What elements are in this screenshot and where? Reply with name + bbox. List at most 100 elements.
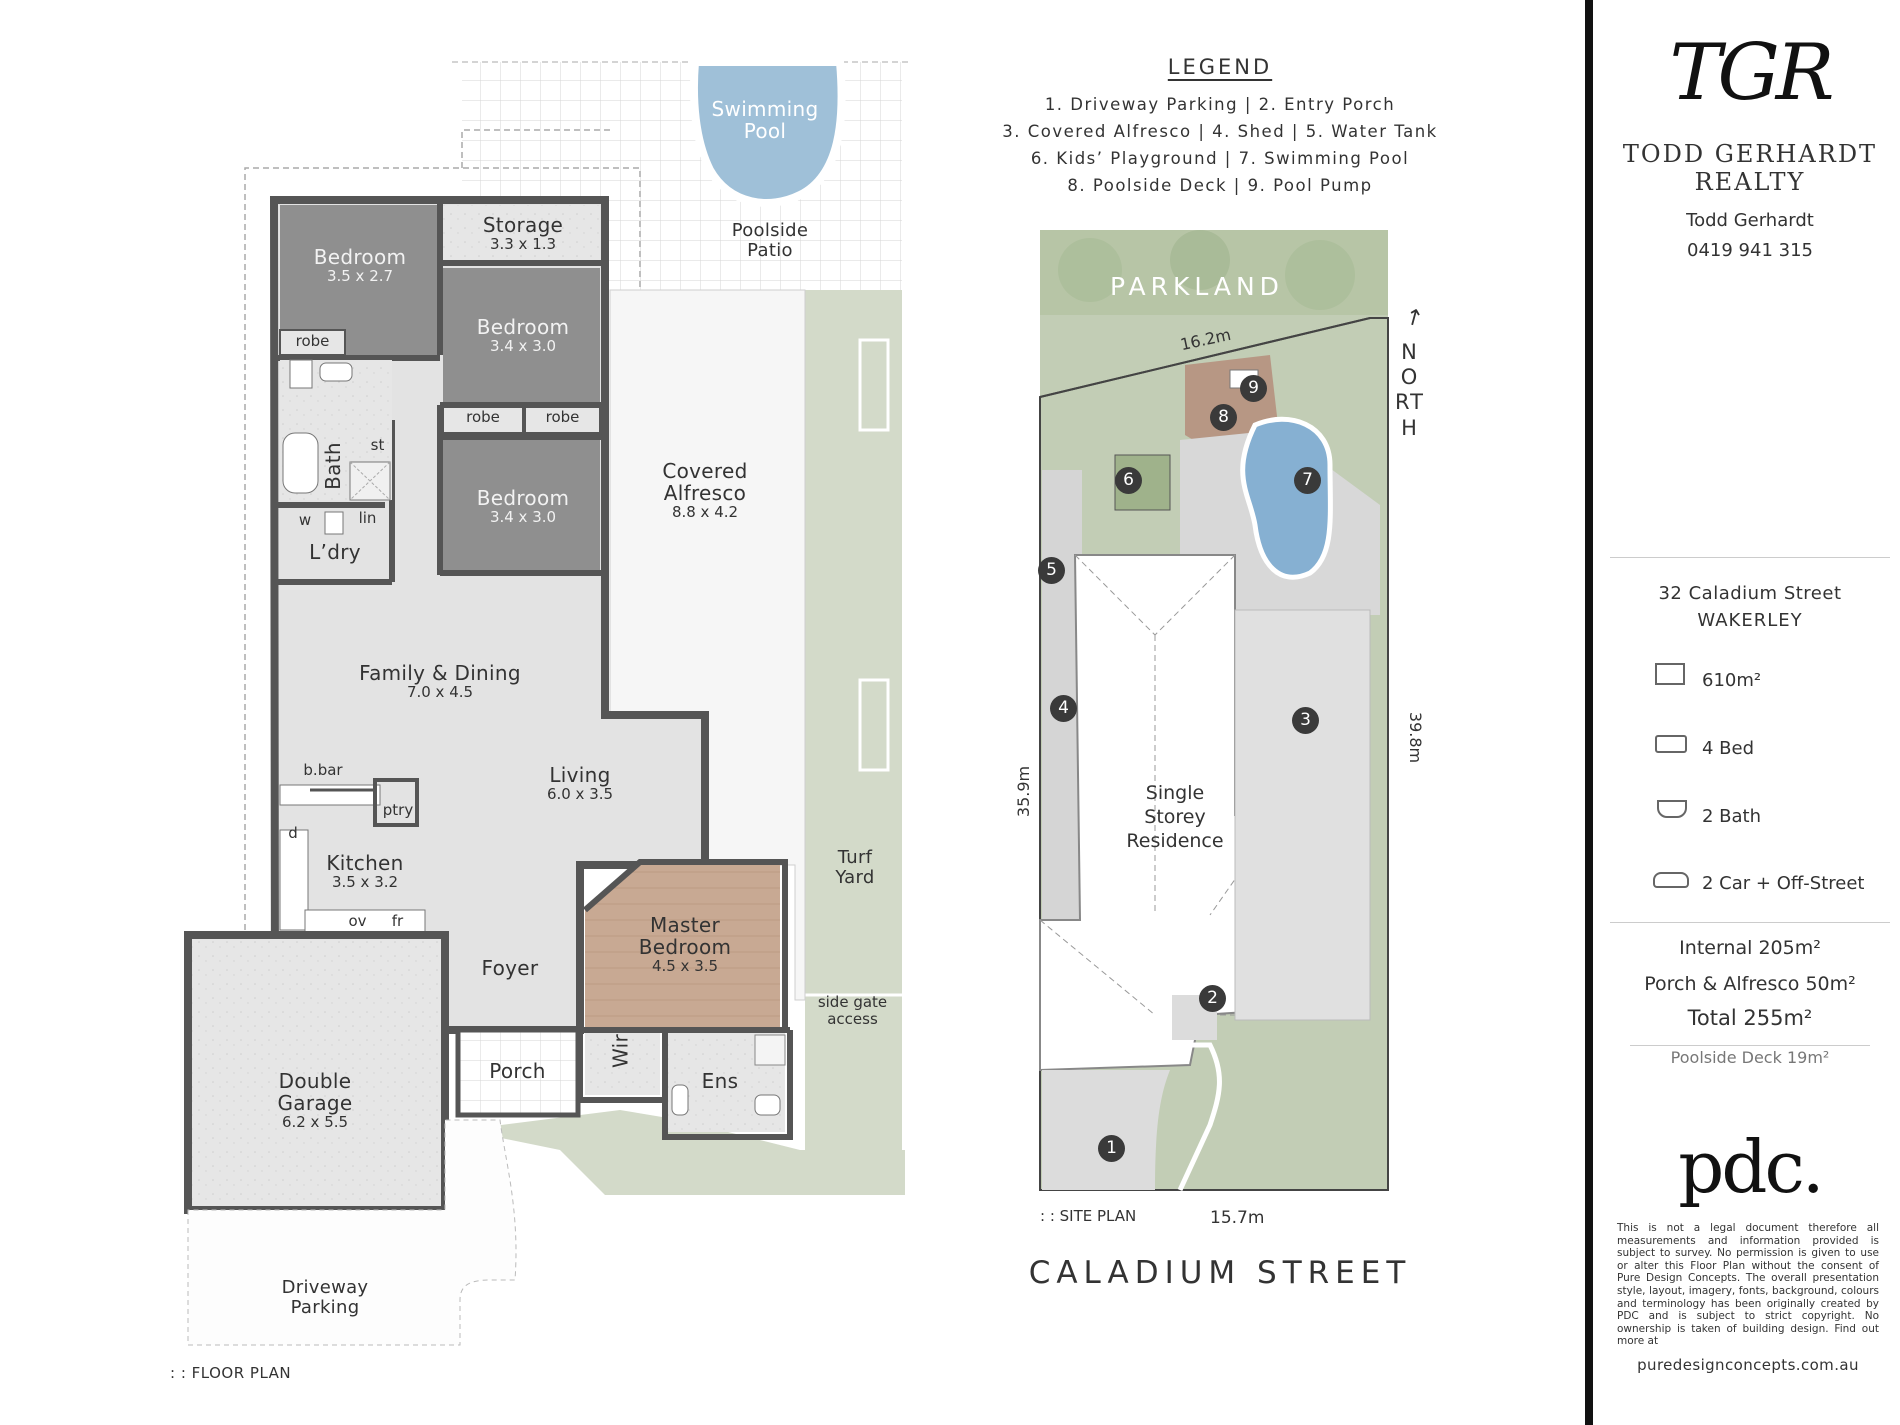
- designer-logo: pdc.: [1678, 1125, 1824, 1209]
- wir-label: Wir: [608, 1034, 633, 1069]
- bedroom-2-fill: [443, 268, 600, 403]
- marker-1: 1: [1098, 1135, 1125, 1162]
- address-line-1: 32 Caladium Street: [1658, 583, 1842, 604]
- street-name: CALADIUM STREET: [1028, 1255, 1412, 1291]
- driveway-label: Driveway Parking: [250, 1278, 400, 1318]
- bedroom-1-dims: 3.5 x 2.7: [326, 267, 394, 285]
- master-dims: 4.5 x 3.5: [651, 957, 719, 975]
- bedroom-2-name: Bedroom: [476, 315, 570, 339]
- robe-1-label: robe: [295, 332, 330, 350]
- master-bedroom-fill: [585, 862, 780, 1030]
- marker-8: 8: [1210, 404, 1237, 431]
- deck-area: Poolside Deck 19m²: [1670, 1048, 1830, 1067]
- patio-line-1: Poolside: [731, 220, 809, 241]
- parkland-label: PARKLAND: [1110, 272, 1284, 301]
- pool-line-1: Swimming: [711, 97, 819, 121]
- internal-area: Internal 205m²: [1679, 937, 1821, 959]
- fridge-label: fr: [391, 912, 404, 930]
- bedroom-3-name: Bedroom: [476, 486, 570, 510]
- storage-name: Storage: [482, 213, 564, 237]
- foyer-label: Foyer: [481, 956, 539, 980]
- turf-line-2: Yard: [835, 866, 875, 888]
- north-label: NORTH: [1395, 340, 1425, 440]
- marker-9: 9: [1240, 375, 1267, 402]
- bed-icon: [1655, 735, 1687, 753]
- family-dining-name: Family & Dining: [359, 661, 521, 685]
- floor-plan-drawing: [184, 61, 910, 1346]
- bedroom-3-fill: [443, 440, 600, 570]
- alfresco-label: Covered Alfresco 8.8 x 4.2: [630, 460, 780, 521]
- car-count: 2 Car + Off-Street: [1702, 873, 1865, 894]
- legend-title: LEGEND: [1167, 55, 1273, 79]
- ensuite-label: Ens: [701, 1069, 739, 1093]
- bath-icon: [1657, 800, 1687, 818]
- pantry-label: ptry: [382, 801, 414, 819]
- agency-logo: TGR: [1669, 28, 1834, 118]
- porch-alfresco-area: Porch & Alfresco 50m²: [1644, 973, 1856, 995]
- garage-name-2: Garage: [277, 1091, 353, 1115]
- disclaimer: This is not a legal document therefore a…: [1617, 1222, 1879, 1348]
- bedroom-3-label: Bedroom 3.4 x 3.0: [448, 487, 598, 526]
- bedroom-1-label: Bedroom 3.5 x 2.7: [285, 246, 435, 285]
- driveway-area: [187, 1119, 517, 1346]
- legend-line-2: 3. Covered Alfresco | 4. Shed | 5. Water…: [1002, 122, 1438, 141]
- patio-line-2: Patio: [747, 239, 793, 261]
- oven-label: ov: [348, 912, 367, 930]
- storage-label: Storage 3.3 x 1.3: [448, 214, 598, 253]
- dim-left: 35.9m: [1014, 765, 1034, 818]
- floor-plan-caption: : : FLOOR PLAN: [170, 1364, 292, 1382]
- sidebar: TGR TODD GERHARDT REALTY Todd Gerhardt 0…: [1605, 0, 1895, 1425]
- legend-line-1: 1. Driveway Parking | 2. Entry Porch: [1044, 95, 1396, 114]
- legend-line-3: 6. Kids’ Playground | 7. Swimming Pool: [1030, 149, 1410, 168]
- kitchen-name: Kitchen: [326, 851, 404, 875]
- w-label: w: [298, 511, 312, 529]
- land-icon: [1655, 663, 1685, 685]
- d-label: d: [288, 824, 298, 842]
- alfresco-name-1: Covered: [662, 459, 748, 483]
- family-dining-dims: 7.0 x 4.5: [406, 683, 474, 701]
- laundry-label: L’dry: [309, 540, 361, 564]
- bedroom-2-label: Bedroom 3.4 x 3.0: [448, 316, 598, 355]
- bath-label: Bath: [321, 442, 345, 490]
- legend: LEGEND 1. Driveway Parking | 2. Entry Po…: [970, 55, 1470, 205]
- sidebar-rule-2: [1610, 922, 1890, 923]
- marker-2: 2: [1199, 985, 1226, 1012]
- master-bedroom-label: Master Bedroom 4.5 x 3.5: [610, 914, 760, 975]
- site-pool: [1240, 416, 1333, 580]
- designer-url: puredesignconcepts.com.au: [1637, 1356, 1859, 1374]
- st-label: st: [370, 436, 385, 454]
- living-label: Living 6.0 x 3.5: [510, 764, 650, 803]
- sidebar-rule-3: [1630, 1045, 1870, 1046]
- lin-label: lin: [358, 509, 377, 527]
- master-name-2: Bedroom: [638, 935, 732, 959]
- gate-line-2: access: [827, 1009, 878, 1028]
- residence-line-2: Storey: [1144, 805, 1206, 828]
- bed-count: 4 Bed: [1702, 738, 1755, 759]
- agency-name-2: REALTY: [1694, 168, 1806, 196]
- agent-name: Todd Gerhardt: [1686, 210, 1814, 231]
- bath-count: 2 Bath: [1702, 806, 1762, 827]
- marker-5: 5: [1038, 557, 1065, 584]
- agency-name-1: TODD GERHARDT: [1622, 140, 1878, 168]
- car-icon: [1653, 872, 1689, 888]
- sidebar-divider: [1585, 0, 1593, 1425]
- storage-dims: 3.3 x 1.3: [489, 235, 557, 253]
- porch-label: Porch: [489, 1059, 546, 1083]
- bbar-label: b.bar: [303, 761, 343, 779]
- master-name-1: Master: [649, 913, 721, 937]
- family-dining-label: Family & Dining 7.0 x 4.5: [330, 662, 550, 701]
- driveway-line-2: Parking: [290, 1296, 360, 1318]
- robe-3-label: robe: [545, 408, 580, 426]
- bedroom-2-dims: 3.4 x 3.0: [489, 337, 557, 355]
- marker-3: 3: [1292, 707, 1319, 734]
- turf-label: Turf Yard: [815, 848, 895, 888]
- turf-yard: [805, 290, 902, 1190]
- side-gate-label: side gate access: [800, 994, 905, 1027]
- garage-label: Double Garage 6.2 x 5.5: [230, 1070, 400, 1131]
- dim-right: 39.8m: [1406, 711, 1426, 764]
- garage-name-1: Double: [278, 1069, 352, 1093]
- kitchen-dims: 3.5 x 3.2: [331, 873, 399, 891]
- bedroom-3-dims: 3.4 x 3.0: [489, 508, 557, 526]
- legend-line-4: 8. Poolside Deck | 9. Pool Pump: [1067, 176, 1373, 195]
- address-line-2: WAKERLEY: [1697, 610, 1803, 631]
